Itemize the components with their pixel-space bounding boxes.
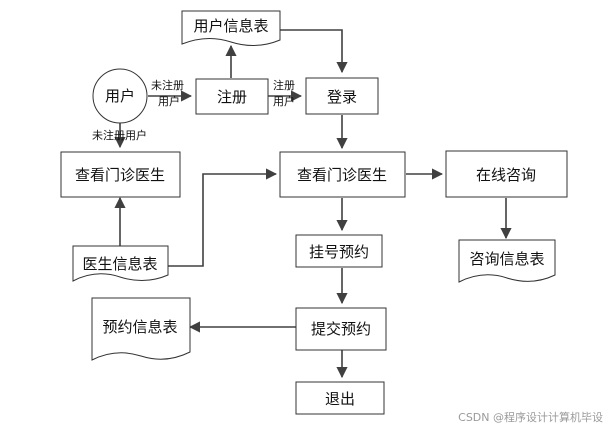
edge-label-register-to-login-line1: 注册: [273, 78, 295, 92]
node-register-label: 注册: [217, 88, 247, 106]
node-view-clinic-doctor-center: 查看门诊医生: [279, 151, 406, 198]
node-doctor-info-table: 医生信息表: [72, 245, 169, 282]
node-online-consult-label: 在线咨询: [476, 166, 536, 184]
node-exit: 退出: [295, 381, 385, 415]
edge-doctor-info-table-to-view-doctor-center: [168, 168, 278, 267]
node-login: 登录: [305, 77, 379, 115]
node-submit-appointment-label: 提交预约: [311, 320, 371, 338]
node-login-label: 登录: [327, 88, 357, 106]
flowchart-edges: [114, 29, 512, 379]
node-appointment-info-table-label: 预约信息表: [102, 318, 177, 336]
node-consult-info-table-label: 咨询信息表: [469, 250, 544, 268]
node-online-consult: 在线咨询: [445, 150, 568, 198]
node-submit-appointment: 提交预约: [295, 307, 387, 351]
edge-label-register-to-login-line2: 用户: [273, 94, 295, 108]
edge-label-user-to-register-line1: 未注册: [151, 78, 184, 92]
node-exit-label: 退出: [325, 390, 355, 408]
edge-label-user-to-register-line2: 用户: [158, 94, 180, 108]
node-view-clinic-doctor-left-label: 查看门诊医生: [75, 166, 165, 184]
node-consult-info-table: 咨询信息表: [458, 239, 556, 283]
node-doctor-info-table-label: 医生信息表: [82, 255, 157, 273]
edge-label-user-to-view-doctor: 未注册用户: [92, 128, 147, 142]
node-appointment-info-table: 预约信息表: [91, 297, 191, 361]
node-user: 用户: [92, 68, 148, 124]
node-register-appointment: 挂号预约: [295, 234, 383, 268]
node-user-info-table: 用户信息表: [181, 10, 281, 46]
node-view-clinic-doctor-left: 查看门诊医生: [60, 151, 181, 198]
edge-user-info-table-to-login: [280, 29, 348, 74]
node-user-info-table-label: 用户信息表: [193, 17, 268, 35]
node-user-label: 用户: [105, 87, 135, 105]
node-register-appointment-label: 挂号预约: [309, 243, 369, 261]
watermark-text: CSDN @程序设计计算机毕设: [458, 410, 603, 424]
node-view-clinic-doctor-center-label: 查看门诊医生: [297, 166, 387, 184]
node-register: 注册: [195, 78, 269, 115]
flowchart-edge-labels: 未注册 用户 注册 用户 未注册用户: [92, 78, 295, 142]
